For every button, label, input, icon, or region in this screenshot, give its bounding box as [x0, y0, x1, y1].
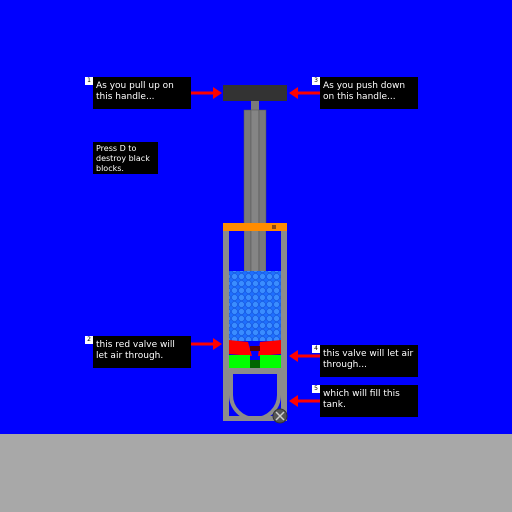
air-right-column	[266, 231, 281, 271]
green-valve-gap	[250, 360, 260, 368]
air-bubbles	[229, 271, 281, 341]
hint-text: Press D to destroy black blocks.	[96, 144, 150, 173]
callout-3: 3 As you push down on this handle...	[312, 77, 418, 109]
red-valve-gap	[250, 346, 260, 351]
pump-handle[interactable]	[223, 85, 287, 101]
callout-2: 2 this red valve will let air through.	[85, 336, 191, 368]
callout-5-text: which will fill this tank.	[323, 389, 400, 410]
callout-2-text: this red valve will let air through.	[96, 340, 175, 361]
red-valve-left[interactable]	[229, 340, 252, 356]
callout-5: 5 which will fill this tank.	[312, 385, 418, 417]
callout-4-number: 4	[312, 345, 320, 353]
ground	[0, 434, 512, 512]
arrow-4	[289, 350, 320, 362]
green-valve-left[interactable]	[229, 355, 250, 368]
arrow-2	[191, 338, 222, 350]
valve-separator	[229, 368, 281, 371]
callout-3-number: 3	[312, 77, 320, 85]
callout-1-text: As you pull up on this handle...	[96, 81, 174, 102]
arrow-3	[289, 87, 320, 99]
callout-3-text: As you push down on this handle...	[323, 81, 406, 102]
handle-stem	[251, 101, 259, 111]
callout-2-number: 2	[85, 336, 93, 344]
tank	[229, 370, 281, 421]
close-icon[interactable]	[272, 408, 288, 424]
cylinder-wall-left	[223, 230, 229, 420]
callout-4: 4 this valve will let air through...	[312, 345, 418, 377]
callout-1: 1 As you pull up on this handle...	[85, 77, 191, 109]
green-valve-right[interactable]	[260, 355, 281, 368]
callout-4-text: this valve will let air through...	[323, 349, 414, 370]
orange-collar	[223, 223, 287, 231]
red-valve-right[interactable]	[258, 340, 281, 356]
callout-5-number: 5	[312, 385, 320, 393]
collar-bolt	[272, 225, 276, 229]
cylinder-wall-right	[281, 230, 287, 420]
air-left-column	[229, 231, 244, 271]
destroy-blocks-hint: Press D to destroy black blocks.	[93, 142, 158, 174]
arrow-5	[289, 395, 320, 407]
callout-1-number: 1	[85, 77, 93, 85]
arrow-1	[191, 87, 222, 99]
cylinder-base	[223, 416, 287, 421]
